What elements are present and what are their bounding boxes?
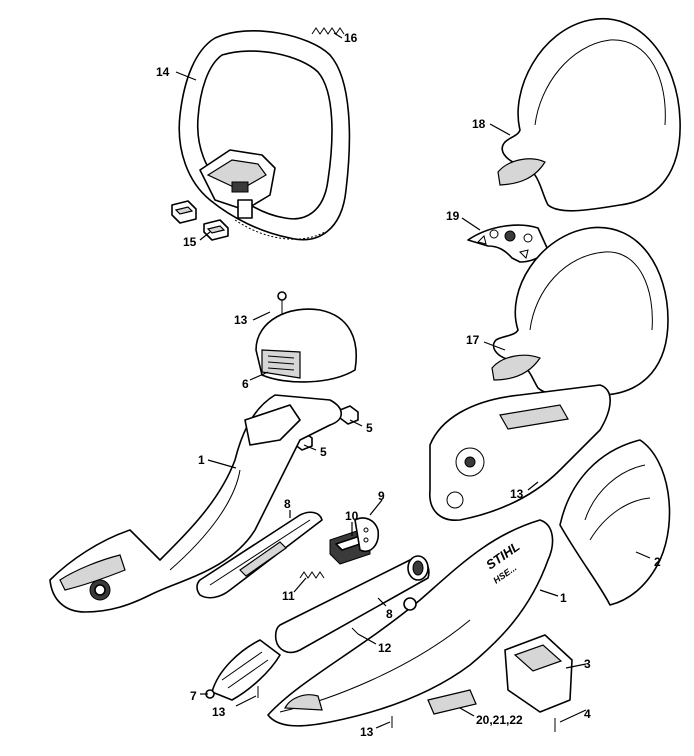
callout-3: 3	[584, 657, 591, 671]
callout-13-lower-left: 13	[212, 705, 226, 719]
callout-5-upper: 5	[366, 421, 373, 435]
callout-20-21-22: 20,21,22	[476, 713, 523, 727]
part-11-spring	[299, 571, 325, 579]
callout-13-top: 13	[234, 313, 248, 327]
part-3-bracket	[504, 634, 573, 713]
part-16-spring	[311, 27, 345, 35]
callout-16: 16	[344, 31, 358, 45]
callout-13-bottom: 13	[360, 725, 374, 739]
part-7-cord-inlet	[205, 639, 281, 701]
part-17-cover-shell	[491, 226, 669, 398]
callout-11: 11	[282, 589, 295, 603]
part-13-screw	[277, 291, 287, 314]
callout-7: 7	[190, 689, 197, 703]
part-1-housing-right: STIHL HSE...	[267, 519, 554, 727]
callout-18: 18	[472, 117, 486, 131]
callout-10: 10	[345, 509, 359, 523]
callout-15: 15	[183, 235, 197, 249]
callout-8-lower: 8	[386, 607, 393, 621]
callout-1-right: 1	[560, 591, 567, 605]
part-15-clips	[171, 200, 229, 241]
part-1-housing-left	[49, 394, 343, 613]
callout-8-upper: 8	[284, 497, 291, 511]
part-8-switch-lever	[196, 511, 323, 599]
callout-5-lower: 5	[320, 445, 327, 459]
callout-4: 4	[584, 707, 591, 721]
part-6-cap	[255, 308, 357, 383]
part-19-plate	[467, 224, 549, 263]
motor-housing	[429, 384, 611, 521]
callout-17: 17	[466, 333, 480, 347]
part-14-handle-bow	[178, 30, 351, 241]
part-9-plate	[354, 517, 380, 552]
callout-6: 6	[242, 377, 249, 391]
callout-13-mid: 13	[510, 487, 524, 501]
part-20-21-22-label	[427, 689, 477, 715]
callout-19: 19	[446, 209, 460, 223]
part-8-tube	[274, 555, 430, 654]
part-18-cover-shell	[497, 17, 681, 212]
callout-1-left: 1	[198, 453, 205, 467]
callout-12: 12	[378, 641, 392, 655]
callout-2: 2	[654, 555, 661, 569]
callout-14: 14	[156, 65, 170, 79]
part-2-guard	[559, 439, 671, 606]
callout-labels: 14 16 15 18 19 17 13 6 5 5 1 8 9 10 11 8…	[156, 31, 661, 739]
leader-lines	[175, 32, 651, 729]
callout-9: 9	[378, 489, 385, 503]
